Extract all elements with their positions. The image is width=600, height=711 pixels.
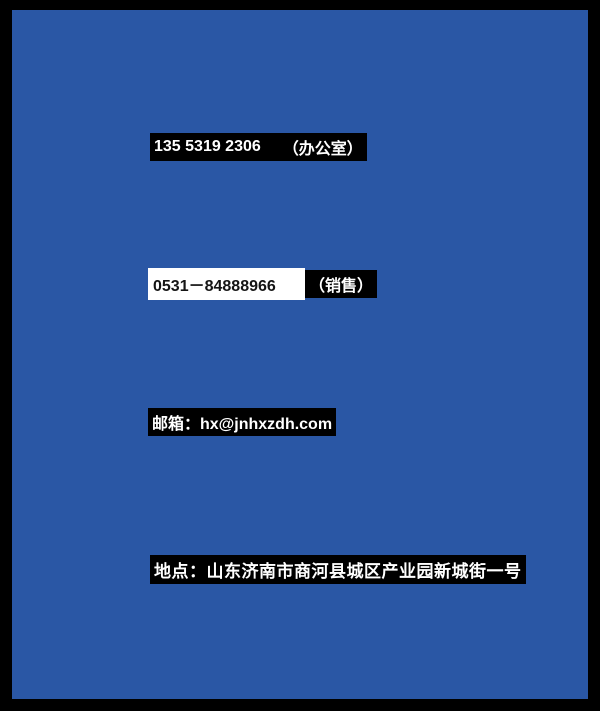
email-line: 邮箱：hx@jnhxzdh.com — [148, 408, 337, 436]
sales-phone-label: （销售） — [305, 270, 378, 298]
office-phone-line: 135 5319 2306 （办公室） — [150, 133, 367, 161]
office-phone-number: 135 5319 2306 — [154, 138, 261, 155]
address-text: 地点：山东济南市商河县城区产业园新城街一号 — [150, 555, 526, 584]
office-phone-highlight: 135 5319 2306 （办公室） — [150, 133, 367, 161]
sales-phone-line: 0531－84888966 （销售） — [148, 268, 378, 300]
email-text: 邮箱：hx@jnhxzdh.com — [148, 408, 337, 436]
sales-phone-number: 0531－84888966 — [148, 268, 305, 300]
office-phone-label: （办公室） — [282, 141, 363, 158]
address-line: 地点：山东济南市商河县城区产业园新城街一号 — [150, 555, 526, 584]
page-background — [12, 10, 588, 699]
